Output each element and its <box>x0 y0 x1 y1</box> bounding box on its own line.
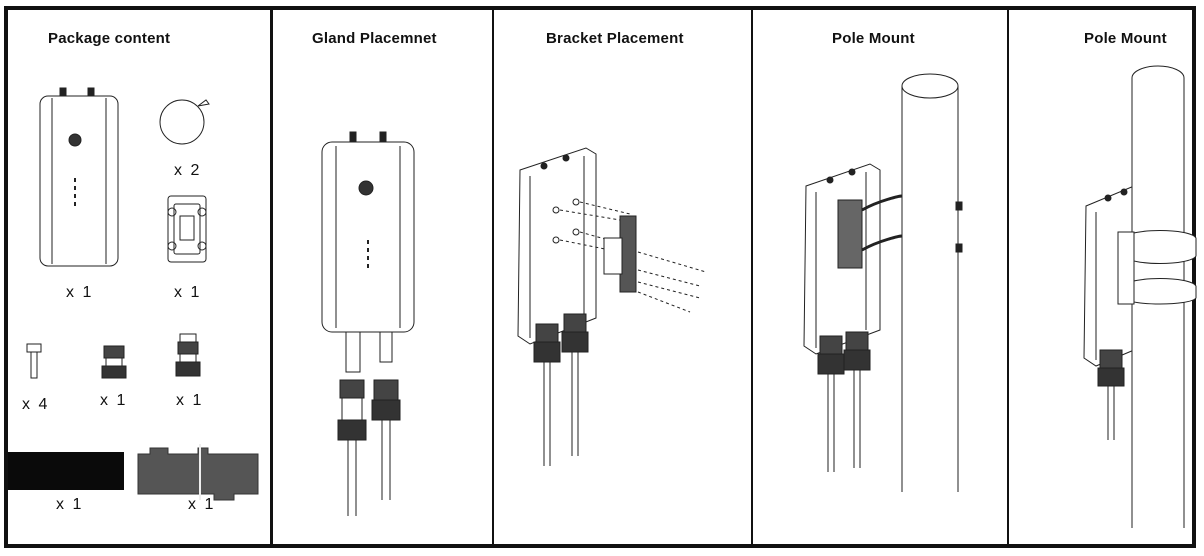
panel-divider-1 <box>270 10 273 546</box>
waterproof-tape-illustration <box>8 452 124 490</box>
access-point-quantity: x 1 <box>66 284 94 301</box>
tape-quantity: x 1 <box>56 496 84 513</box>
diagram-frame <box>4 6 1196 548</box>
panel-divider-4 <box>1007 10 1009 546</box>
cable-tie-illustration <box>159 99 210 145</box>
package-content-title: Package content <box>48 30 171 47</box>
cable-gland-a-quantity: x 1 <box>100 392 128 409</box>
cable-gland-b-illustration <box>175 333 201 377</box>
putty-quantity: x 1 <box>188 496 216 513</box>
pole-mount-title-1: Pole Mount <box>832 30 915 47</box>
panel-divider-2 <box>492 10 494 546</box>
screw-illustration <box>26 343 42 379</box>
cable-tie-quantity: x 2 <box>174 162 202 179</box>
bracket-quantity: x 1 <box>174 284 202 301</box>
pole-mount-title-2: Pole Mount <box>1084 30 1167 47</box>
access-point-illustration <box>39 87 119 267</box>
cable-gland-b-quantity: x 1 <box>176 392 204 409</box>
cable-gland-a-illustration <box>101 345 127 379</box>
package-content-illustrations <box>8 87 259 501</box>
mounting-bracket-illustration <box>167 195 207 263</box>
sealing-putty-illustration <box>137 444 259 501</box>
gland-placement-title: Gland Placemnet <box>312 30 437 47</box>
panel-divider-3 <box>751 10 753 546</box>
screw-quantity: x 4 <box>22 396 50 413</box>
bracket-placement-title: Bracket Placement <box>546 30 684 47</box>
